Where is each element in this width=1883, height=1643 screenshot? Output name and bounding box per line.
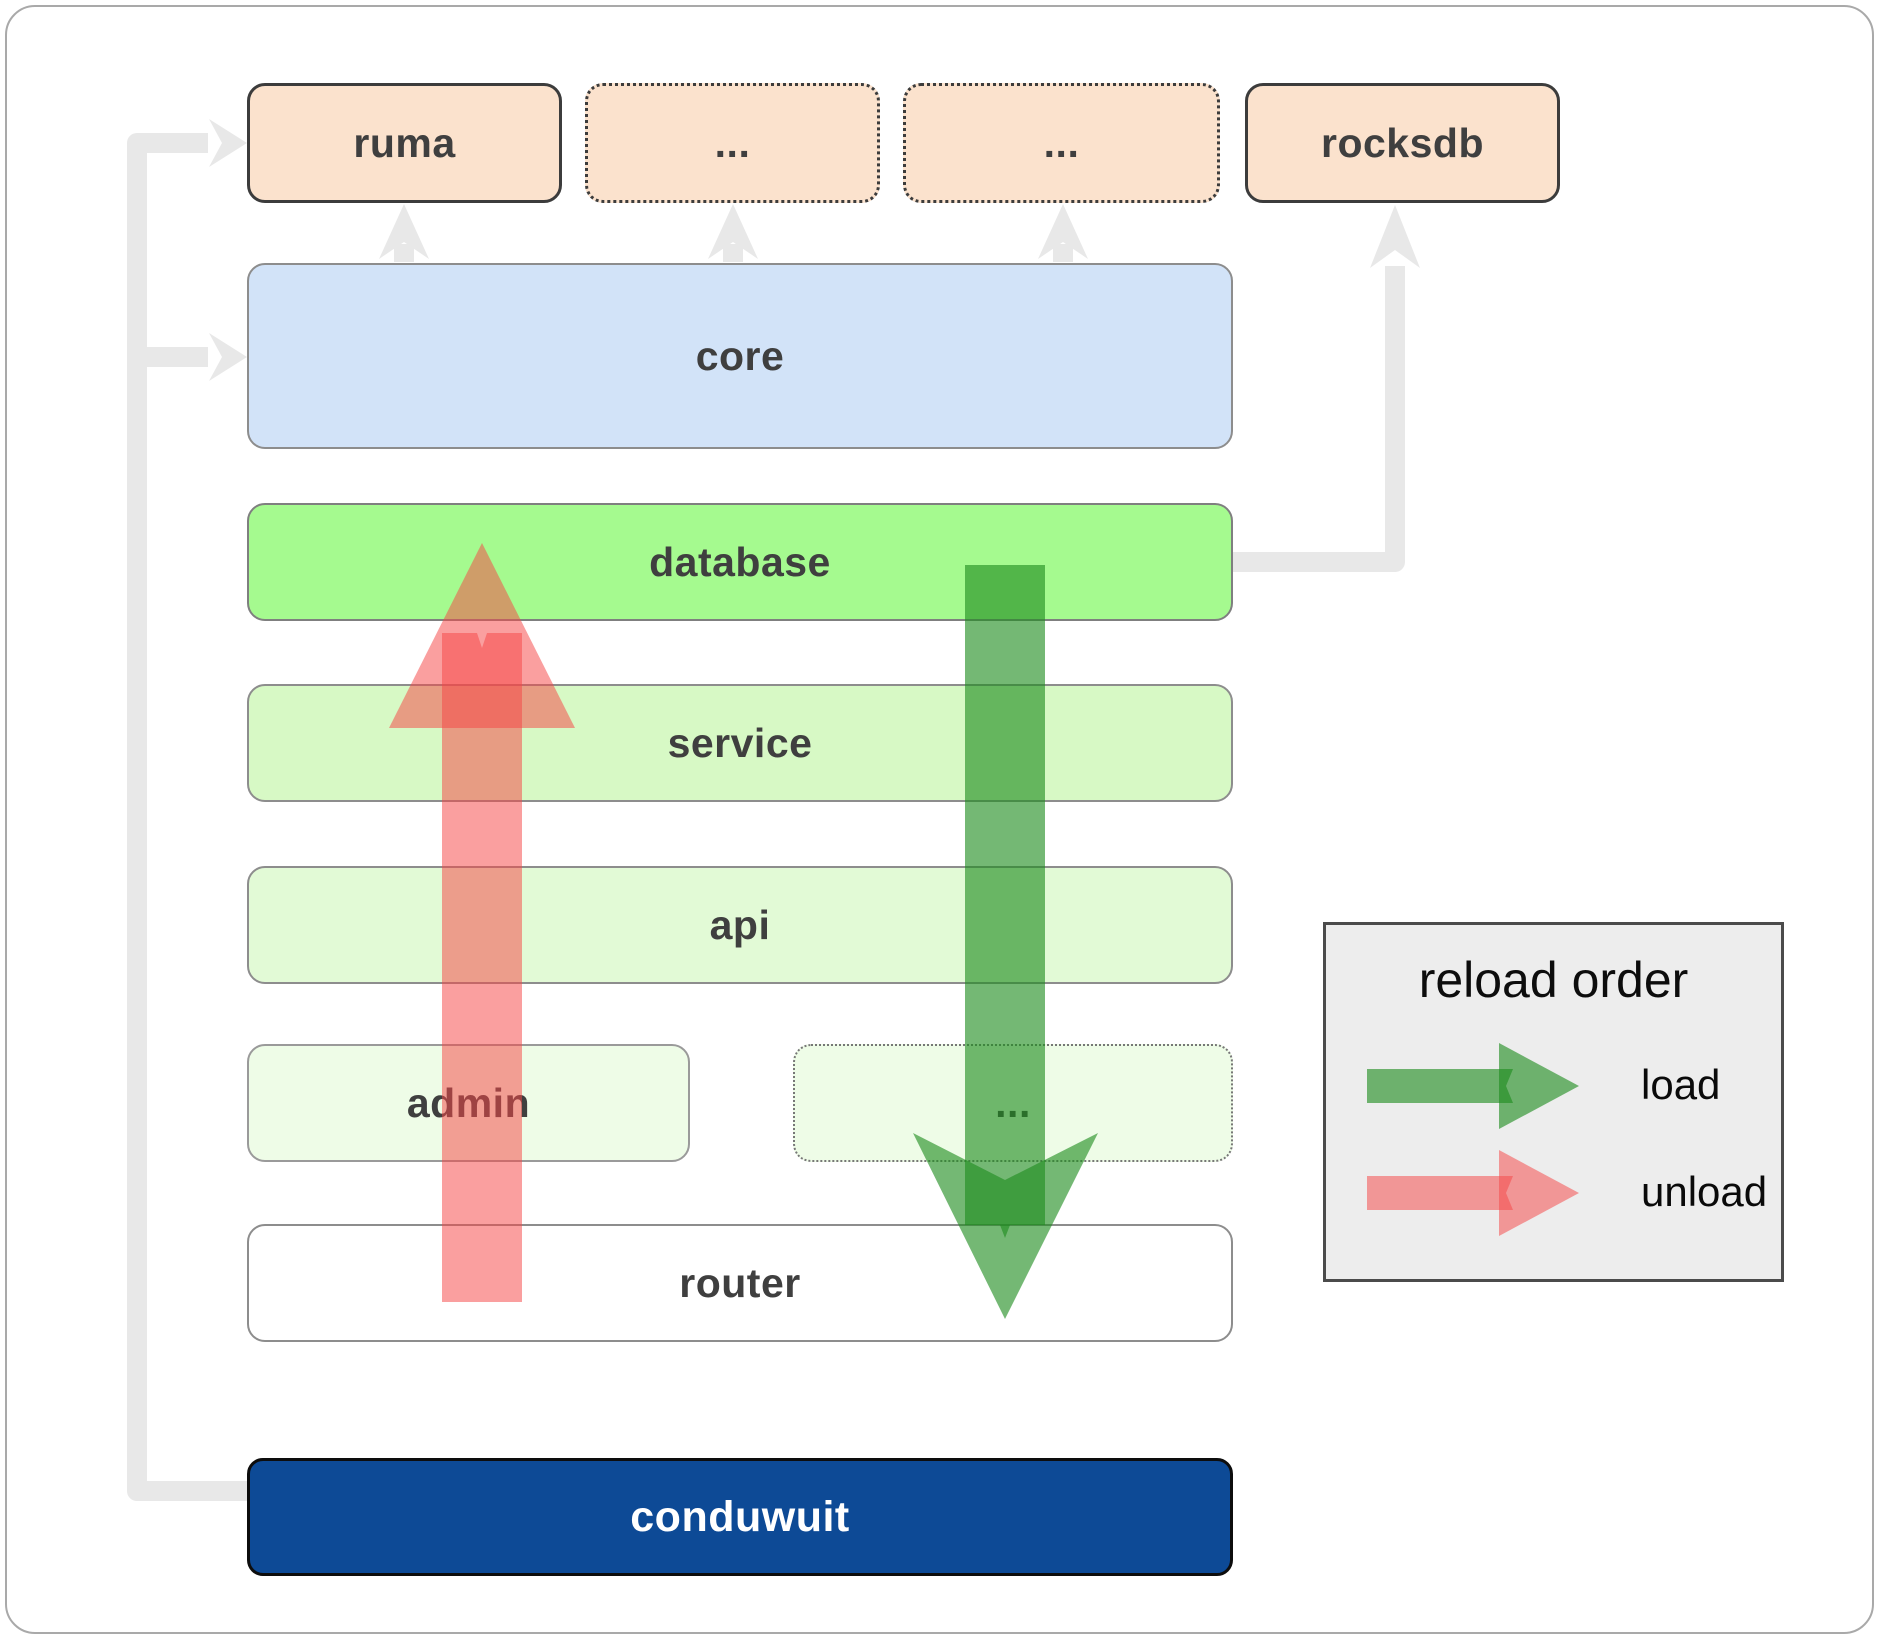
legend-unload-arrow-head-icon (1499, 1150, 1579, 1236)
arrowhead-into-core-icon (209, 333, 247, 381)
box-ruma-label: ruma (353, 119, 456, 166)
legend-load-arrow-head-icon (1499, 1043, 1579, 1129)
box-ellipsis-admin: ... (793, 1044, 1233, 1162)
box-conduwuit: conduwuit (247, 1458, 1233, 1576)
legend-load-label: load (1641, 1061, 1721, 1108)
arrowhead-into-ruma-icon (209, 119, 247, 167)
box-conduwuit-label: conduwuit (630, 1492, 850, 1541)
legend-load-arrow-shaft (1367, 1069, 1513, 1103)
box-ellipsis-top-2: ... (903, 83, 1220, 203)
up-arrowhead-ellipsis2-icon (1038, 204, 1088, 259)
box-router-label: router (679, 1259, 801, 1306)
box-ellipsis-top-1-label: ... (714, 119, 751, 166)
legend-unload-arrow-shaft (1367, 1176, 1513, 1210)
box-service: service (247, 684, 1233, 802)
box-database-label: database (649, 538, 831, 585)
up-arrowhead-rocksdb-icon (1370, 205, 1420, 268)
legend-arrows (1367, 1043, 1579, 1236)
box-core: core (247, 263, 1233, 449)
box-admin: admin (247, 1044, 690, 1162)
box-api: api (247, 866, 1233, 984)
up-arrowhead-ellipsis1-icon (708, 204, 758, 259)
box-api-label: api (709, 901, 771, 948)
box-database: database (247, 503, 1233, 621)
box-rocksdb: rocksdb (1245, 83, 1560, 203)
box-core-label: core (695, 332, 785, 379)
box-service-label: service (667, 719, 813, 766)
box-admin-label: admin (406, 1079, 531, 1126)
box-ruma: ruma (247, 83, 562, 203)
legend-title: reload order (1418, 952, 1689, 1008)
box-rocksdb-label: rocksdb (1321, 119, 1484, 166)
box-ellipsis-top-2-label: ... (1043, 119, 1080, 166)
conduwuit-to-ruma-connector (127, 133, 247, 1501)
box-ellipsis-top-1: ... (585, 83, 880, 203)
up-arrowhead-ruma-icon (379, 204, 429, 259)
box-ellipsis-admin-label: ... (995, 1079, 1031, 1126)
legend-reload-order: reload order load unload (1323, 922, 1784, 1282)
database-to-rocksdb-connector (1233, 266, 1405, 572)
legend-unload-label: unload (1641, 1168, 1768, 1215)
box-router: router (247, 1224, 1233, 1342)
